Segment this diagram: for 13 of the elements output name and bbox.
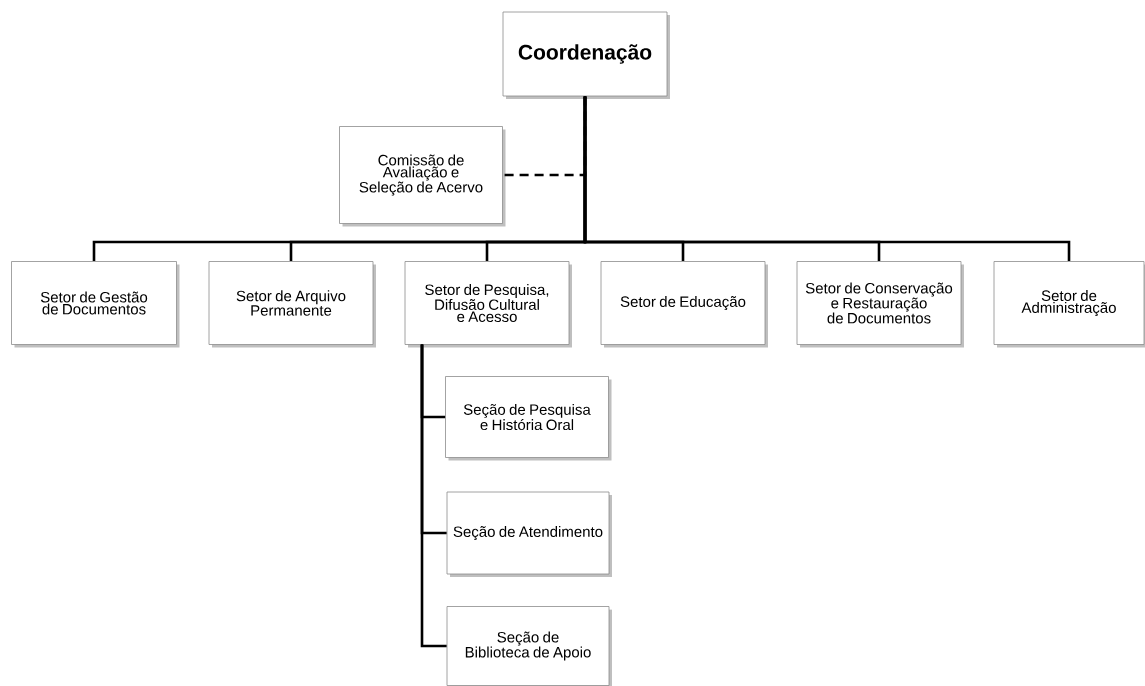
org-box: Setor de Conservação e Restauração de Documentos [796,261,964,348]
org-box: Comissão de Avaliação e Seleção de Acervo [339,126,506,227]
org-box: Seção de Pesquisa e História Oral [445,376,612,461]
org-box: Setor de Arquivo Permanente [208,261,376,348]
org-box: Seção de Biblioteca de Apoio [446,606,612,686]
org-box: Seção de Atendimento [446,491,612,577]
connector-line [583,96,1071,262]
org-box: Setor de Educação [600,261,768,348]
org-box: Setor de Gestão de Documentos [11,261,180,348]
connector-line [420,344,447,648]
org-box: Setor de Administração [993,261,1145,348]
title-box: Coordenação [502,11,670,99]
org-box: Setor de Pesquisa, Difusão Cultural e Acesso [404,261,572,348]
